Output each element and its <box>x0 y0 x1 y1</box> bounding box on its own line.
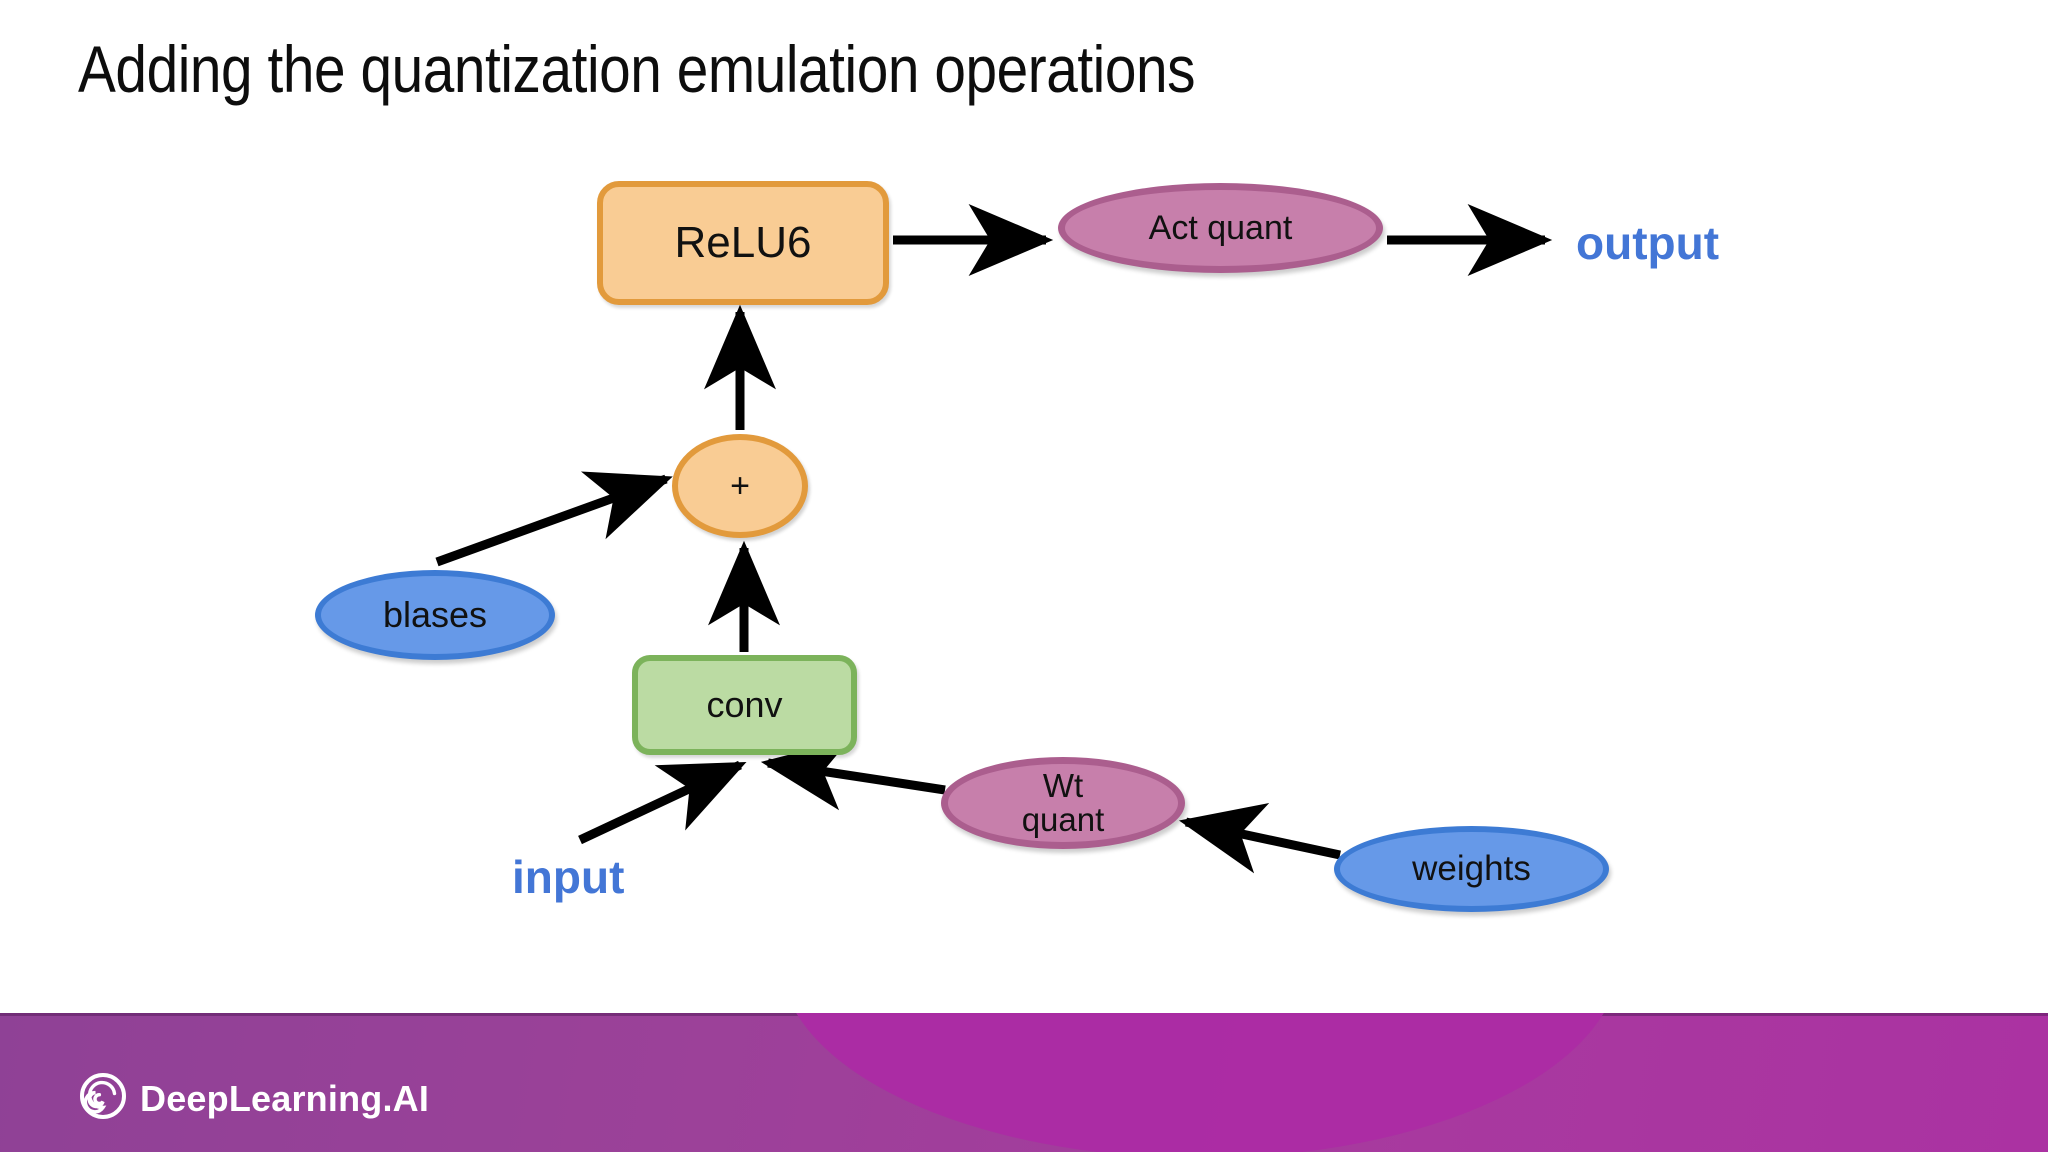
footer-bar <box>0 1013 2048 1152</box>
brand-name: DeepLearning.AI <box>140 1077 430 1119</box>
output-label: output <box>1576 217 1720 269</box>
edge-biases-to-plus <box>435 471 673 567</box>
footer-decorative-blob <box>780 1013 1620 1152</box>
quantization-flow-diagram: ReLU6 Act quant + blases conv Wt quant w… <box>315 181 1720 912</box>
node-act-quant[interactable]: Act quant <box>1058 183 1383 273</box>
node-relu6-label: ReLU6 <box>674 218 812 267</box>
arrow-layer <box>435 204 1553 874</box>
node-relu6[interactable]: ReLU6 <box>597 181 889 305</box>
node-wt-quant-label-line2: quant <box>1021 801 1105 838</box>
brand-logo: DeepLearning.AI <box>80 1073 429 1124</box>
edge-wtquant-to-conv <box>760 739 946 811</box>
input-label: input <box>512 851 625 903</box>
edge-weights-to-wtquant <box>1178 803 1341 874</box>
deeplearning-swirl-icon <box>80 1073 126 1124</box>
node-biases-label: blases <box>382 594 488 635</box>
node-add[interactable]: + <box>672 434 808 538</box>
node-add-label: + <box>730 466 750 505</box>
edge-input-to-conv <box>578 760 747 845</box>
node-weights-label: weights <box>1412 849 1531 888</box>
node-wt-quant[interactable]: Wt quant <box>941 757 1185 849</box>
node-conv[interactable]: conv <box>632 655 857 755</box>
node-wt-quant-label-line1: Wt <box>1042 766 1084 804</box>
node-wt-quant-label: Wt quant <box>1021 766 1105 838</box>
node-biases[interactable]: blases <box>315 570 555 660</box>
node-weights[interactable]: weights <box>1334 826 1609 912</box>
node-act-quant-label: Act quant <box>1148 208 1293 247</box>
node-conv-label: conv <box>706 684 783 725</box>
page-title: Adding the quantization emulation operat… <box>78 32 1196 106</box>
